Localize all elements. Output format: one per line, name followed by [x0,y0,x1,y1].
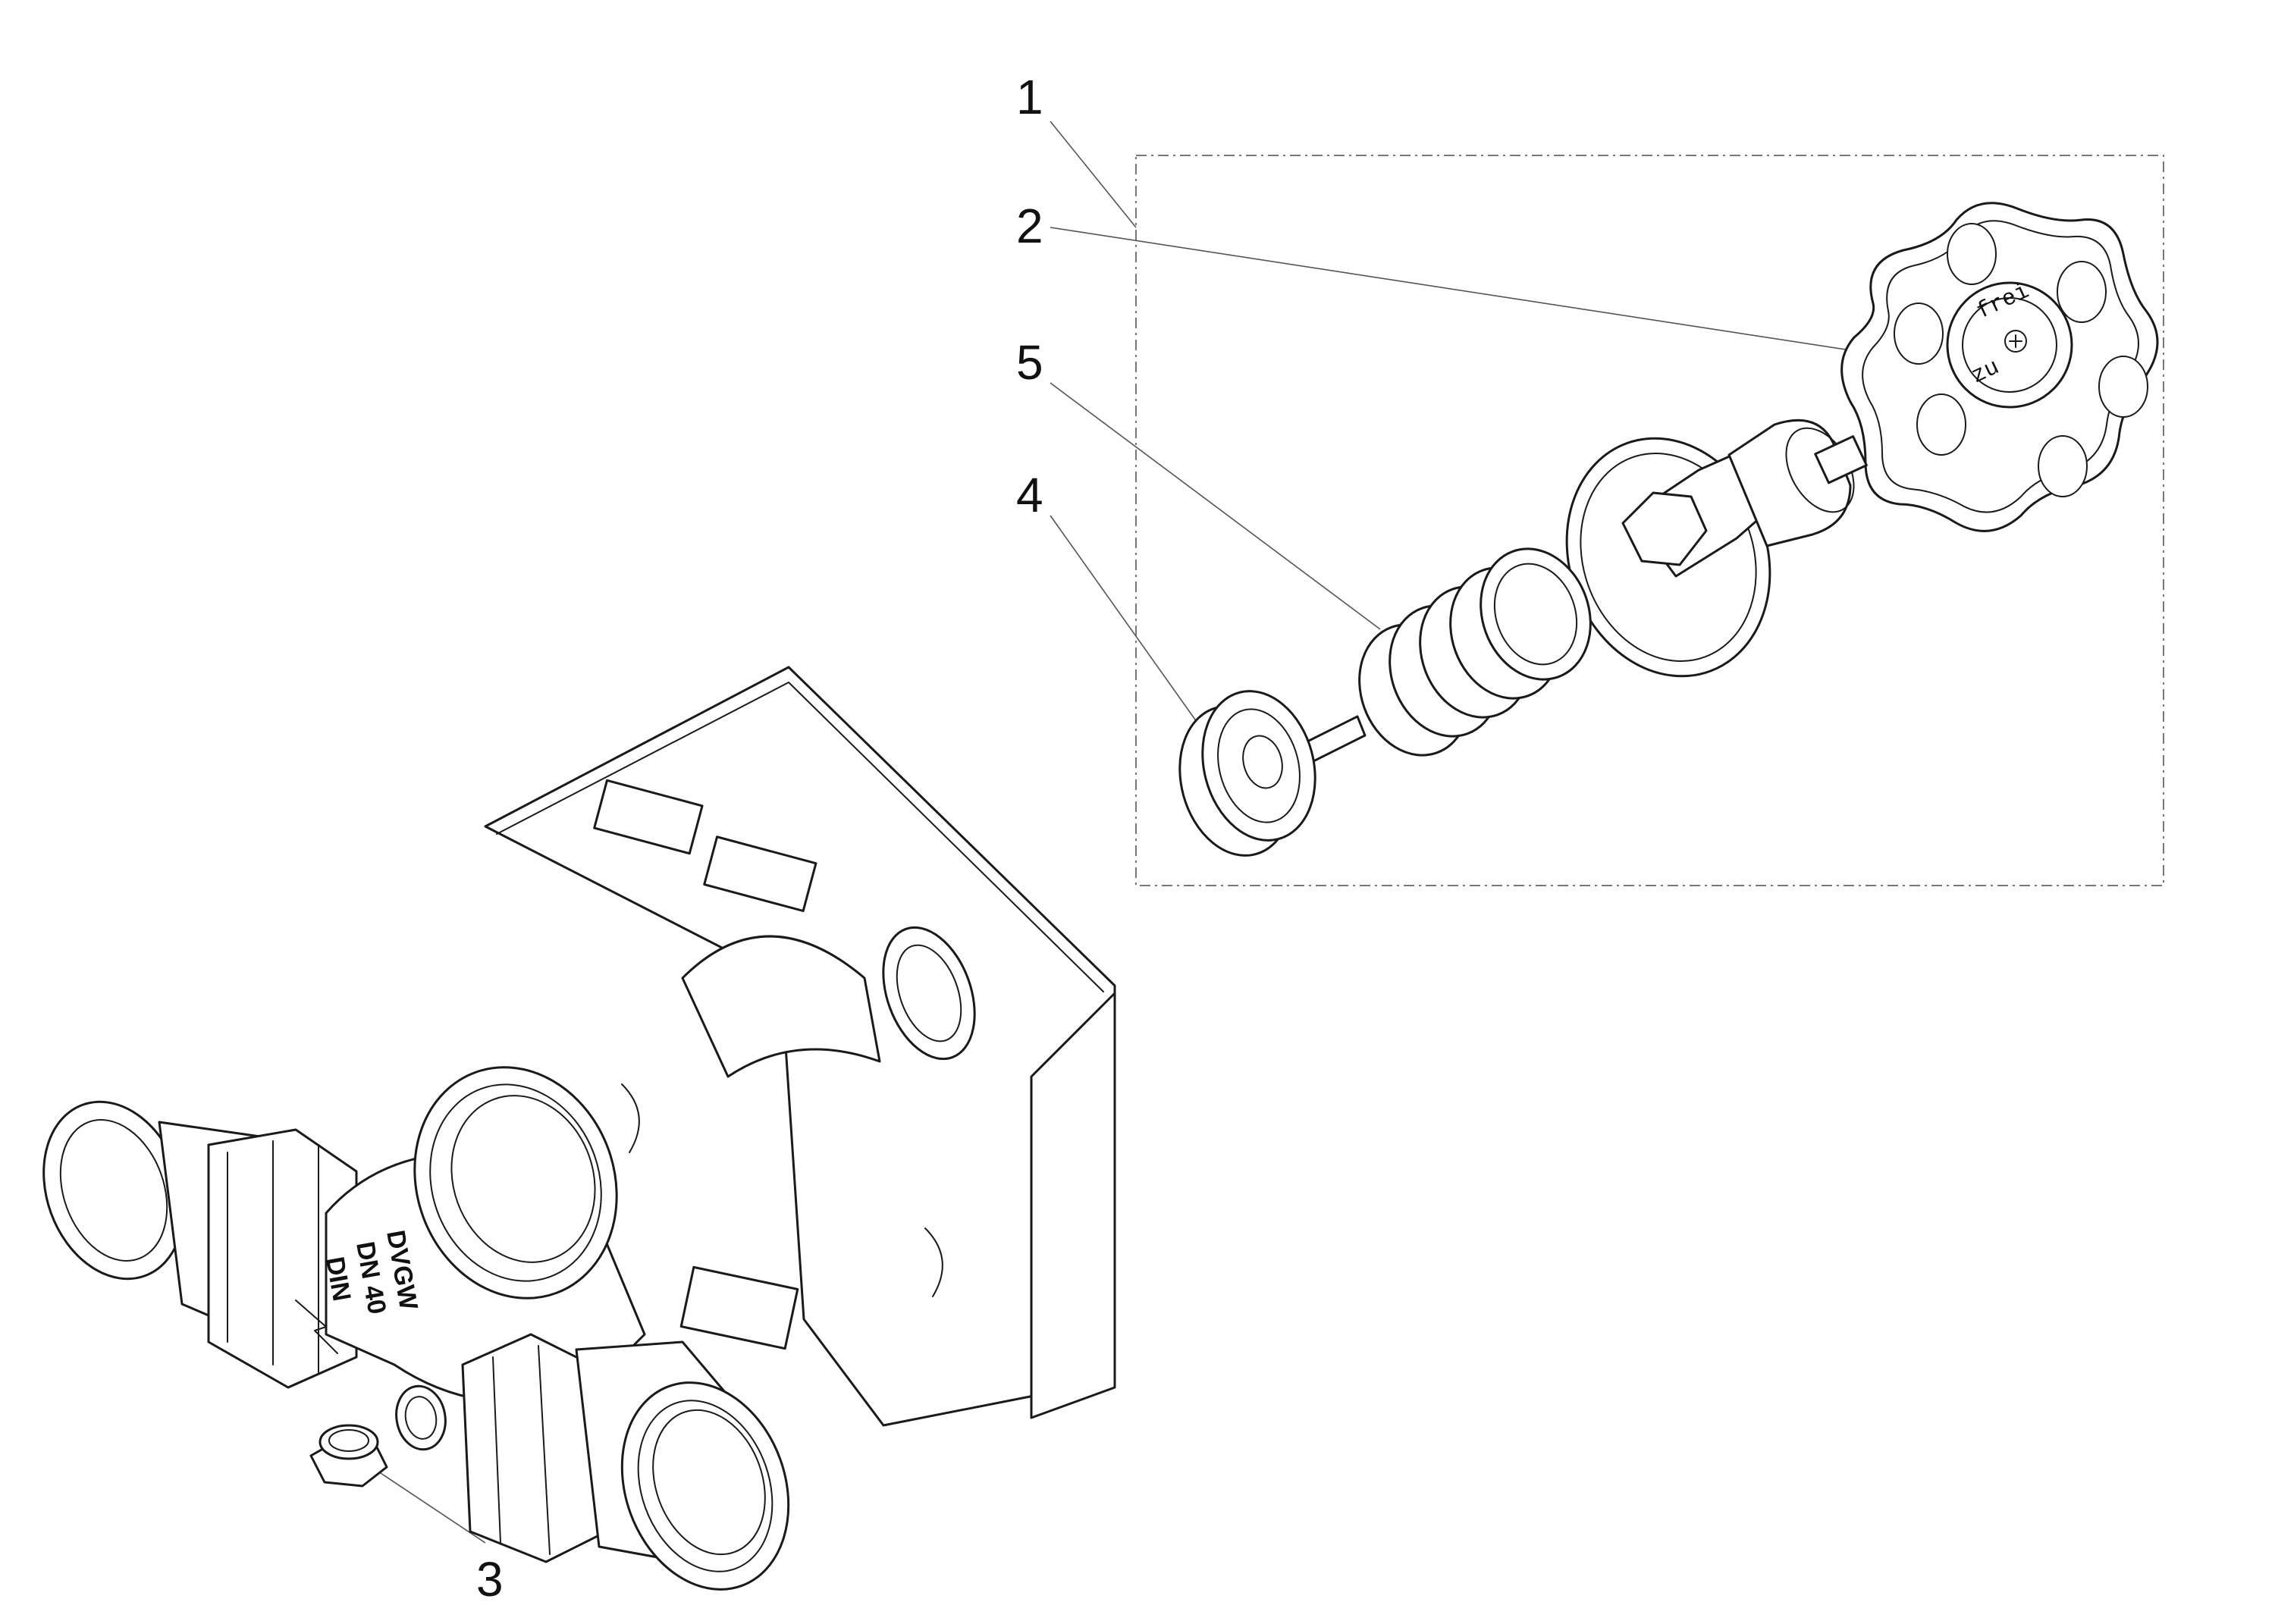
leader-2 [1050,227,1866,353]
drain-plug [309,1424,388,1488]
handwheel: frei zu [1840,202,2159,532]
leader-5 [1050,382,1381,630]
spring [1358,547,1592,757]
subassembly-frame [1135,155,2164,886]
callout-1: 1 [1016,70,1043,124]
callout-3: 3 [476,1552,504,1607]
callout-4: 4 [1016,468,1043,522]
leader-1 [1050,121,1137,228]
callout-5: 5 [1016,335,1043,390]
flow-arrow-icon [295,1300,338,1354]
valve-disc [1178,690,1367,857]
leader-lines [371,121,1866,1544]
insulation-shell [484,666,1116,1427]
spindle-bonnet [1565,419,1868,678]
leader-3 [371,1466,486,1544]
valve-body: DVGW DN 40 DIN [42,1066,790,1591]
callout-2: 2 [1016,199,1043,253]
leader-4 [1050,515,1218,751]
